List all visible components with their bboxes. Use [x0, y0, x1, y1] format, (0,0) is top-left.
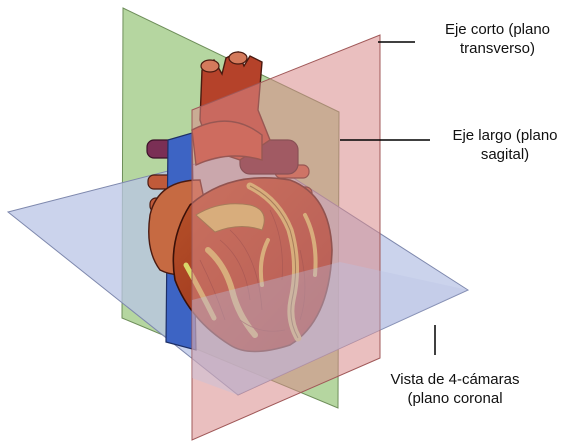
label-long-axis-line1: Eje largo (plano: [430, 126, 580, 145]
label-short-axis: Eje corto (plano transverso): [415, 20, 580, 58]
label-long-axis-line2: sagital): [430, 145, 580, 164]
label-four-chamber-line1: Vista de 4-cámaras: [370, 370, 540, 389]
label-four-chamber: Vista de 4-cámaras (plano coronal: [370, 370, 540, 408]
label-short-axis-line2: transverso): [415, 39, 580, 58]
label-four-chamber-line2: (plano coronal: [370, 389, 540, 408]
label-long-axis: Eje largo (plano sagital): [430, 126, 580, 164]
label-short-axis-line1: Eje corto (plano: [415, 20, 580, 39]
